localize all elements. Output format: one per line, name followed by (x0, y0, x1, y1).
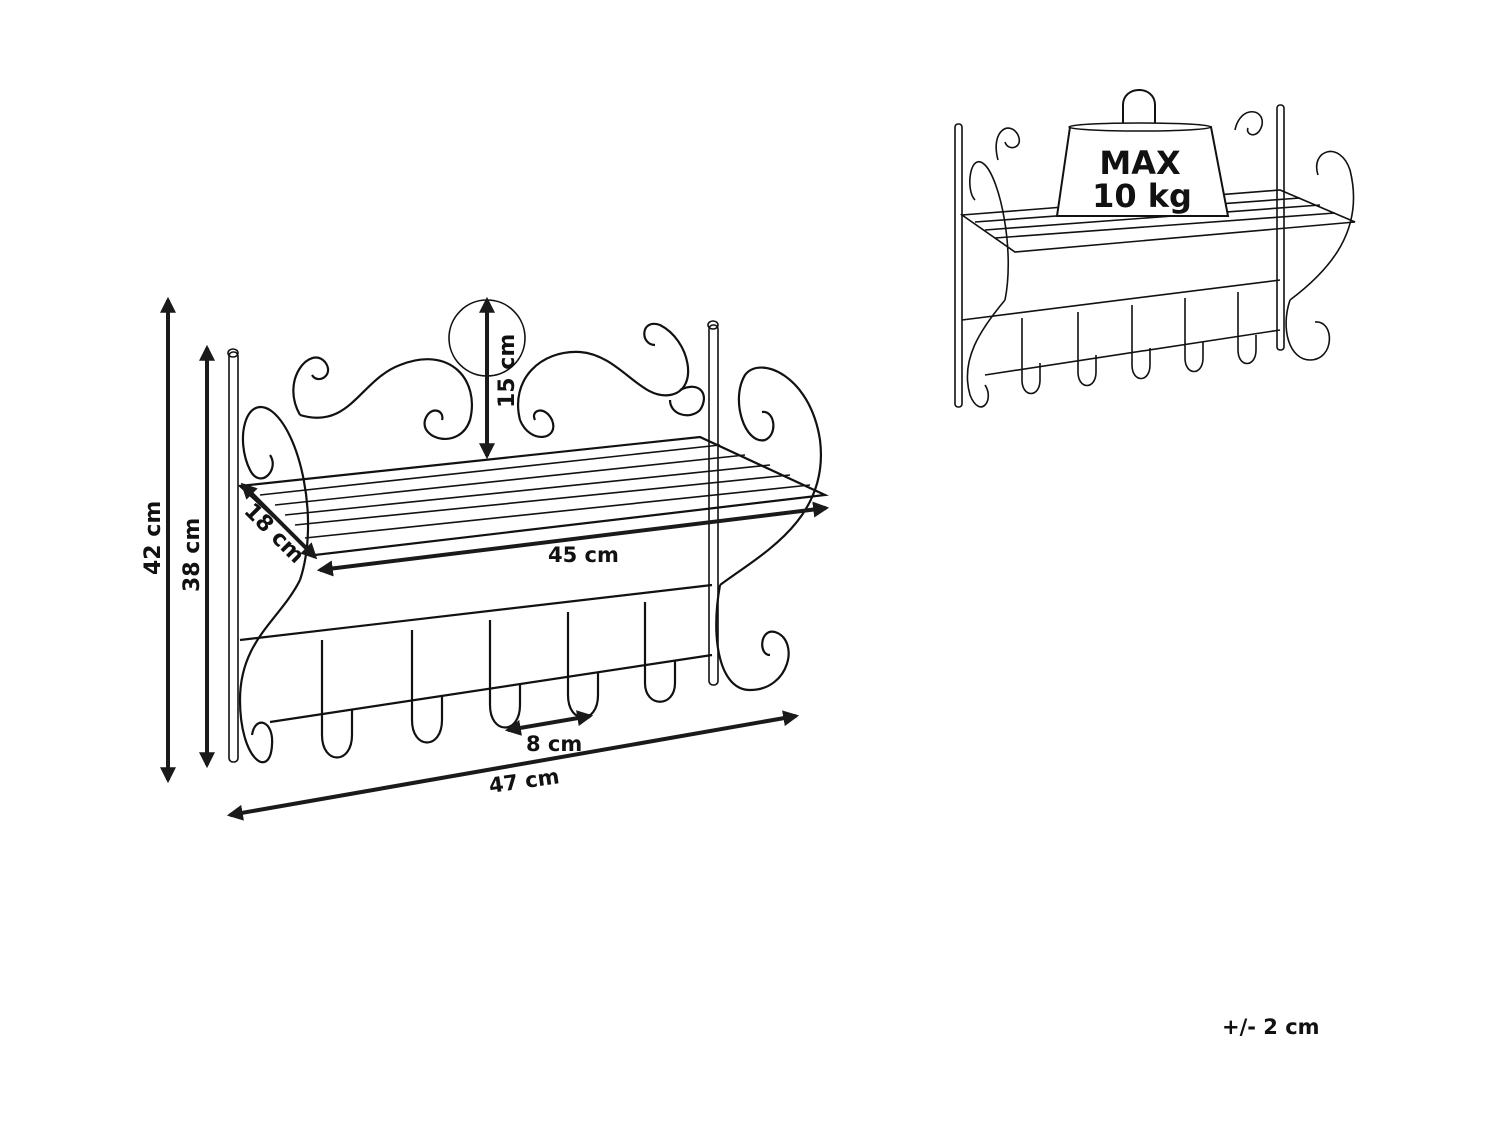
max-load-label: MAX (1099, 144, 1181, 182)
depth-label: 18 cm (239, 499, 309, 569)
main-shelf-drawing (227, 320, 829, 764)
tolerance-note: +/- 2 cm (1222, 1015, 1320, 1039)
total-height-label: 42 cm (141, 501, 166, 575)
frame-height-label: 38 cm (180, 518, 205, 592)
crest-height-label: 15 cm (495, 334, 520, 408)
dimension-arrows (160, 296, 830, 821)
max-load-value: 10 kg (1092, 177, 1192, 215)
hook-spacing-label: 8 cm (526, 732, 582, 756)
weight-icon (1055, 89, 1230, 217)
load-shelf-drawing (954, 104, 1356, 408)
shelf-width-label: 45 cm (548, 543, 619, 567)
